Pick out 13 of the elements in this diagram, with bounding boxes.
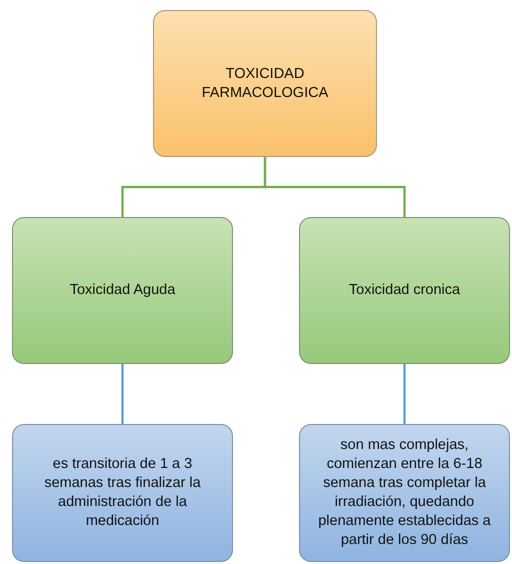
box-text: es transitoria de 1 a 3 semanas tras finalizar la administración de la medicación [43,455,202,531]
process-box [299,424,510,562]
box-text: son mas complejas, comienzan entre la 6-18 semana tras completar la irradiación, quedando plenamente establecidas a partir de los 90 días [317,436,492,550]
box-text: Toxicidad cronica [348,281,460,300]
connector-line [121,364,124,424]
box-text: TOXICIDAD FARMACOLOGICA [200,64,330,102]
process-box [153,10,377,157]
process-box [12,424,233,562]
connector-line [403,364,406,424]
box-text: Toxicidad Aguda [70,281,176,300]
process-box [12,217,233,364]
process-box [299,217,510,364]
connector-line [264,157,406,217]
